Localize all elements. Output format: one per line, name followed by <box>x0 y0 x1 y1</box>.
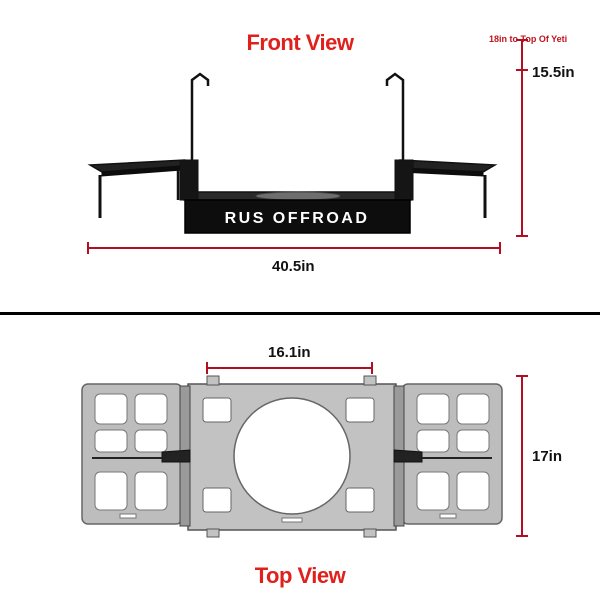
center-tray <box>179 159 414 234</box>
front-height-dimension <box>516 39 528 237</box>
front-height-label: 15.5in <box>532 64 575 81</box>
yeti-height-note: 18in to Top Of Yeti <box>489 34 568 44</box>
top-height-dimension <box>516 375 528 537</box>
top-width-label: 16.1in <box>268 344 311 361</box>
left-side-panel <box>81 383 183 525</box>
top-view-rack <box>81 375 503 538</box>
right-side-shelf <box>399 159 498 218</box>
top-width-dimension <box>206 362 373 374</box>
front-view-title: Front View <box>246 30 354 55</box>
front-view-rack <box>87 72 498 234</box>
right-side-panel <box>401 383 503 525</box>
top-height-label: 17in <box>532 448 563 465</box>
right-hook <box>385 72 405 178</box>
right-bracket <box>393 385 492 527</box>
center-plate <box>187 375 397 538</box>
left-hook <box>190 72 210 178</box>
section-divider <box>0 312 600 315</box>
top-view-title: Top View <box>254 563 346 588</box>
brand-logo-text: RUS OFFROAD <box>225 210 370 227</box>
left-side-shelf <box>87 159 198 218</box>
left-bracket <box>92 385 191 527</box>
front-width-label: 40.5in <box>272 258 315 275</box>
front-width-dimension <box>87 242 501 254</box>
